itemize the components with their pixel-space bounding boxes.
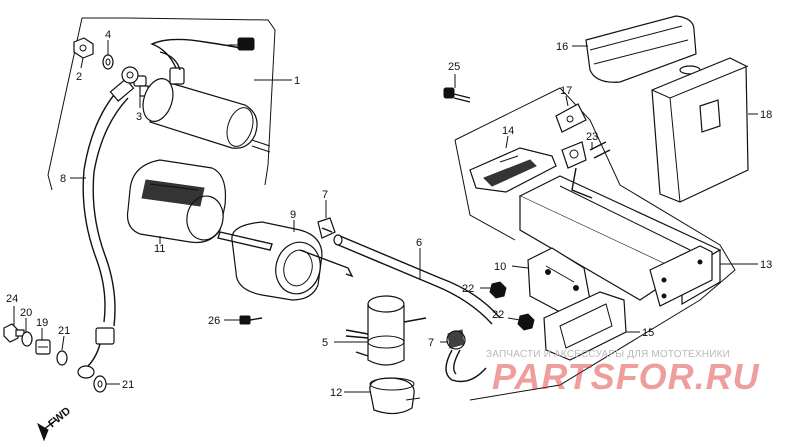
- case-18: [651, 57, 749, 203]
- label-part-2: 2: [76, 71, 82, 83]
- label-part-9: 9: [290, 209, 296, 221]
- label-part-7-upper: 7: [322, 189, 328, 201]
- washer-4: [102, 54, 114, 70]
- bolt-24: [3, 323, 25, 343]
- label-part-1: 1: [294, 75, 300, 87]
- label-part-3: 3: [136, 111, 142, 123]
- clip-7-upper: [317, 217, 336, 239]
- fuel-hose-8: [77, 66, 139, 379]
- nut-22-upper: [489, 281, 507, 299]
- label-part-21-upper: 21: [58, 325, 70, 337]
- label-part-11: 11: [154, 243, 165, 255]
- label-part-12: 12: [330, 387, 342, 399]
- label-part-17: 17: [560, 85, 572, 97]
- label-part-22-upper: 22: [462, 283, 474, 295]
- bolt-25: [443, 87, 471, 103]
- nut-22-lower: [517, 313, 535, 331]
- label-part-5: 5: [322, 337, 328, 349]
- label-part-24: 24: [6, 293, 18, 305]
- label-part-22-lower: 22: [492, 309, 504, 321]
- nut-2: [73, 37, 94, 59]
- fwd-label: FWD: [46, 405, 73, 430]
- label-part-6: 6: [416, 237, 422, 249]
- group-outline-right: [454, 87, 736, 401]
- fwd-arrow-icon: [37, 419, 57, 442]
- bolt-19: [35, 339, 51, 355]
- group-outline-left: [82, 17, 276, 186]
- clip-23: [589, 141, 611, 159]
- washer-21-upper: [56, 350, 68, 366]
- clip-7-lower: [445, 329, 487, 383]
- label-part-16: 16: [556, 41, 568, 53]
- group-outline-right-top: [454, 139, 516, 241]
- washer-20: [21, 331, 33, 347]
- pad-14: [469, 147, 557, 193]
- label-part-13: 13: [760, 259, 772, 271]
- fuel-line-6: [333, 234, 501, 325]
- pump-cover-11: [126, 159, 227, 244]
- fuel-filter-5: [345, 295, 427, 366]
- screw-26: [239, 315, 263, 325]
- label-part-14: 14: [502, 125, 514, 137]
- hardware-lower-left: [3, 323, 107, 393]
- label-part-10: 10: [494, 261, 506, 273]
- label-part-19: 19: [36, 317, 48, 329]
- bracket-17: [555, 103, 593, 199]
- label-part-7-lower: 7: [428, 337, 434, 349]
- label-part-8: 8: [60, 173, 66, 185]
- label-part-26: 26: [208, 315, 220, 327]
- label-part-20: 20: [20, 307, 32, 319]
- label-part-23: 23: [586, 131, 598, 143]
- box-13: [518, 175, 722, 307]
- leader-lines: [13, 40, 758, 393]
- band-12: [369, 377, 421, 415]
- group-outline-left-side: [47, 17, 83, 191]
- label-part-25: 25: [448, 61, 460, 73]
- bracket-9: [217, 221, 354, 301]
- cover-16: [585, 15, 701, 83]
- watermark-caption: ЗАПЧАСТИ И АКСЕССУАРЫ ДЛЯ МОТОТЕХНИКИ: [486, 349, 731, 360]
- watermark-logo: PARTSFOR.RU: [492, 356, 760, 397]
- washer-21-lower: [93, 375, 107, 393]
- label-part-18: 18: [760, 109, 772, 121]
- label-part-15: 15: [642, 327, 654, 339]
- label-part-4: 4: [105, 29, 111, 41]
- fuel-pump-1: [142, 37, 271, 153]
- label-part-21-lower: 21: [122, 379, 134, 391]
